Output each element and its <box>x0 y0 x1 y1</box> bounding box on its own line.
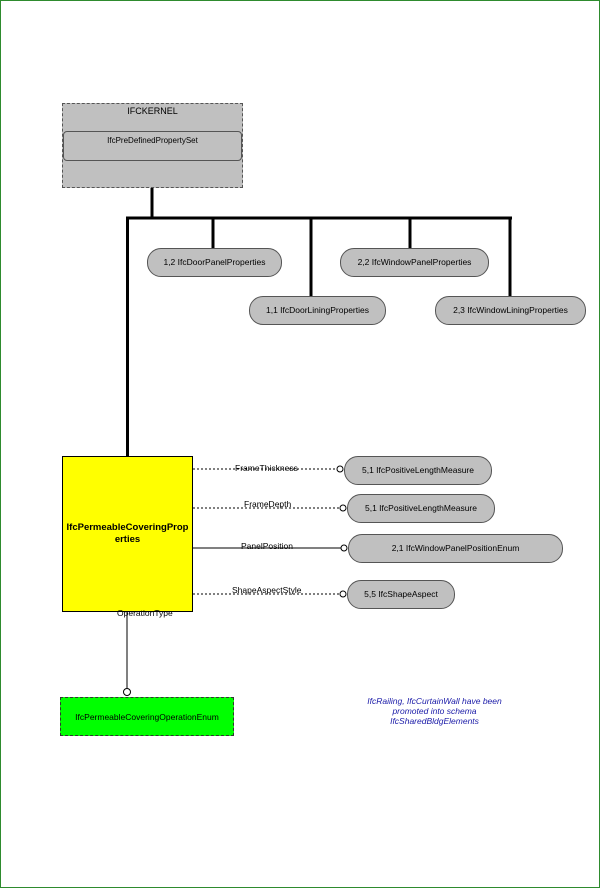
predefined-propertyset-entity[interactable]: IfcPreDefinedPropertySet <box>63 131 242 161</box>
entity-permeable-covering-properties[interactable]: IfcPermeableCoveringProperties <box>62 456 193 612</box>
type-positive-length-measure-1[interactable]: 5,1 IfcPositiveLengthMeasure <box>344 456 492 485</box>
type-permeable-covering-operation-enum[interactable]: IfcPermeableCoveringOperationEnum <box>60 697 234 736</box>
type-shape-aspect[interactable]: 5,5 IfcShapeAspect <box>347 580 455 609</box>
type-positive-length-measure-2[interactable]: 5,1 IfcPositiveLengthMeasure <box>347 494 495 523</box>
attribute-label-operation-type: OperationType <box>117 608 173 618</box>
subtype-door-panel-properties[interactable]: 1,2 IfcDoorPanelProperties <box>147 248 282 277</box>
attribute-label-shape-aspect-style: ShapeAspectStyle <box>232 585 302 595</box>
kernel-title: IFCKERNEL <box>127 106 178 116</box>
type-window-panel-position-enum[interactable]: 2,1 IfcWindowPanelPositionEnum <box>348 534 563 563</box>
schema-note: IfcRailing, IfcCurtainWall have been pro… <box>367 696 502 726</box>
subtype-window-panel-properties[interactable]: 2,2 IfcWindowPanelProperties <box>340 248 489 277</box>
attribute-label-frame-thickness: FrameThickness <box>235 463 298 473</box>
subtype-door-lining-properties[interactable]: 1,1 IfcDoorLiningProperties <box>249 296 386 325</box>
attribute-label-panel-position: PanelPosition <box>241 541 293 551</box>
subtype-window-lining-properties[interactable]: 2,3 IfcWindowLiningProperties <box>435 296 586 325</box>
attribute-label-frame-depth: FrameDepth <box>244 499 292 509</box>
kernel-schema-box[interactable]: IFCKERNEL IfcPreDefinedPropertySet <box>62 103 243 188</box>
